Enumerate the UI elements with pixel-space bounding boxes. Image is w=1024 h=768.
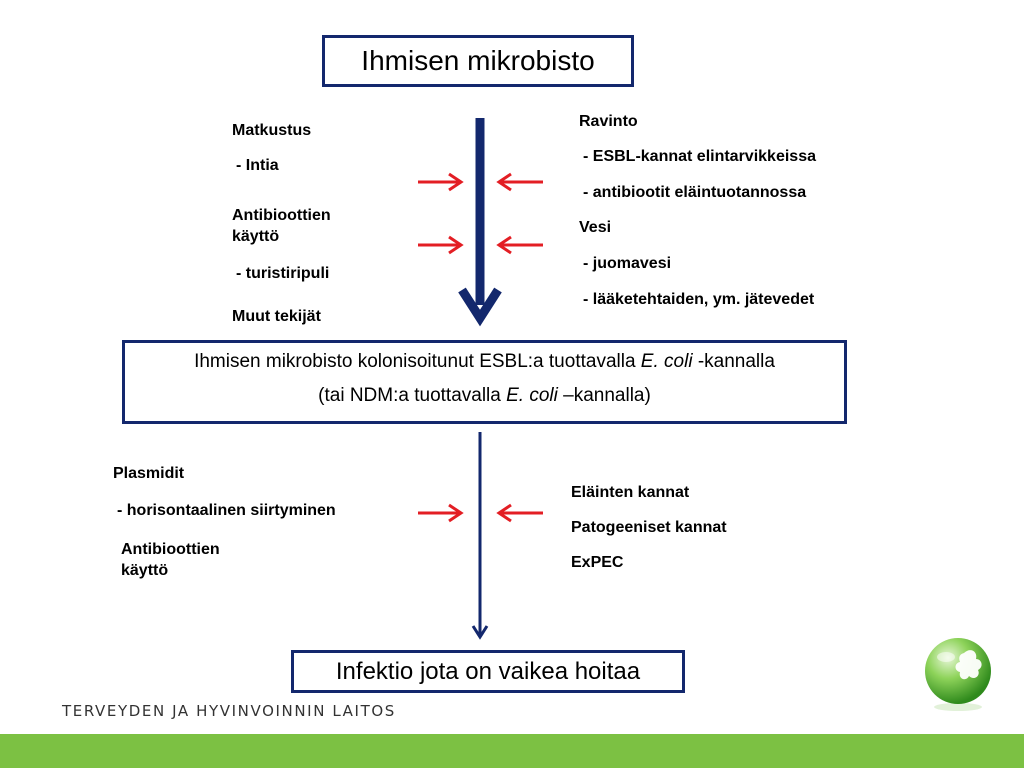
- footer-bar: [0, 734, 1024, 768]
- title-box: Ihmisen mikrobisto: [322, 35, 634, 87]
- colonization-line-2: (tai NDM:a tuottavalla E. coli –kannalla…: [125, 385, 844, 407]
- label-horisontaalinen: - horisontaalinen siirtyminen: [117, 502, 336, 519]
- label-turistiripuli: - turistiripuli: [236, 265, 330, 282]
- colonization-line-2-text: (tai NDM:a tuottavalla: [318, 385, 507, 406]
- colonization-line-1-species: E. coli: [640, 351, 693, 372]
- label-antibiootit-bottom-1: Antibioottien: [121, 541, 220, 558]
- colonization-box: Ihmisen mikrobisto kolonisoitunut ESBL:a…: [122, 340, 847, 424]
- label-vesi: Vesi: [579, 219, 612, 236]
- label-jatevedet: - lääketehtaiden, ym. jätevedet: [583, 291, 815, 308]
- label-muut-tekijat: Muut tekijät: [232, 308, 321, 325]
- red-arrow-right-1: [496, 172, 543, 192]
- colonization-line-1-text: Ihmisen mikrobisto kolonisoitunut ESBL:a…: [194, 351, 641, 372]
- thin-arrow-head: [471, 625, 489, 640]
- label-intia: - Intia: [236, 157, 279, 174]
- label-expec: ExPEC: [571, 554, 624, 571]
- label-elainten-kannat: Eläinten kannat: [571, 484, 690, 501]
- globe-logo-icon: [925, 638, 991, 711]
- label-antibiootit-bottom-2: käyttö: [121, 562, 169, 579]
- label-juomavesi: - juomavesi: [583, 255, 672, 272]
- infection-text: Infektio jota on vaikea hoitaa: [335, 658, 641, 685]
- colonization-line-1: Ihmisen mikrobisto kolonisoitunut ESBL:a…: [125, 351, 844, 373]
- infection-box: Infektio jota on vaikea hoitaa: [291, 650, 685, 693]
- red-arrow-right-2: [496, 235, 543, 255]
- label-antibiootit-top-1: Antibioottien: [232, 207, 331, 224]
- label-antibiootit-elaintuotanto: - antibiootit eläintuotannossa: [583, 184, 807, 201]
- label-antibiootit-top-2: käyttö: [232, 228, 280, 245]
- red-arrow-left-2: [418, 235, 464, 255]
- title-text: Ihmisen mikrobisto: [361, 45, 595, 76]
- main-arrow-head: [458, 287, 502, 327]
- label-esbl-kannat: - ESBL-kannat elintarvikkeissa: [583, 148, 816, 165]
- colonization-line-2-suffix: –kannalla): [557, 385, 651, 406]
- colonization-line-1-suffix: -kannalla: [692, 351, 775, 372]
- label-ravinto: Ravinto: [579, 113, 638, 130]
- red-arrow-left-1: [418, 172, 464, 192]
- red-arrow-left-3: [418, 503, 464, 523]
- colonization-line-2-species: E. coli: [506, 385, 558, 406]
- label-patogeeniset-kannat: Patogeeniset kannat: [571, 519, 727, 536]
- label-plasmidit: Plasmidit: [113, 465, 185, 482]
- label-matkustus: Matkustus: [232, 122, 312, 139]
- red-arrow-right-3: [496, 503, 543, 523]
- footer-organization: TERVEYDEN JA HYVINVOINNIN LAITOS: [62, 702, 396, 720]
